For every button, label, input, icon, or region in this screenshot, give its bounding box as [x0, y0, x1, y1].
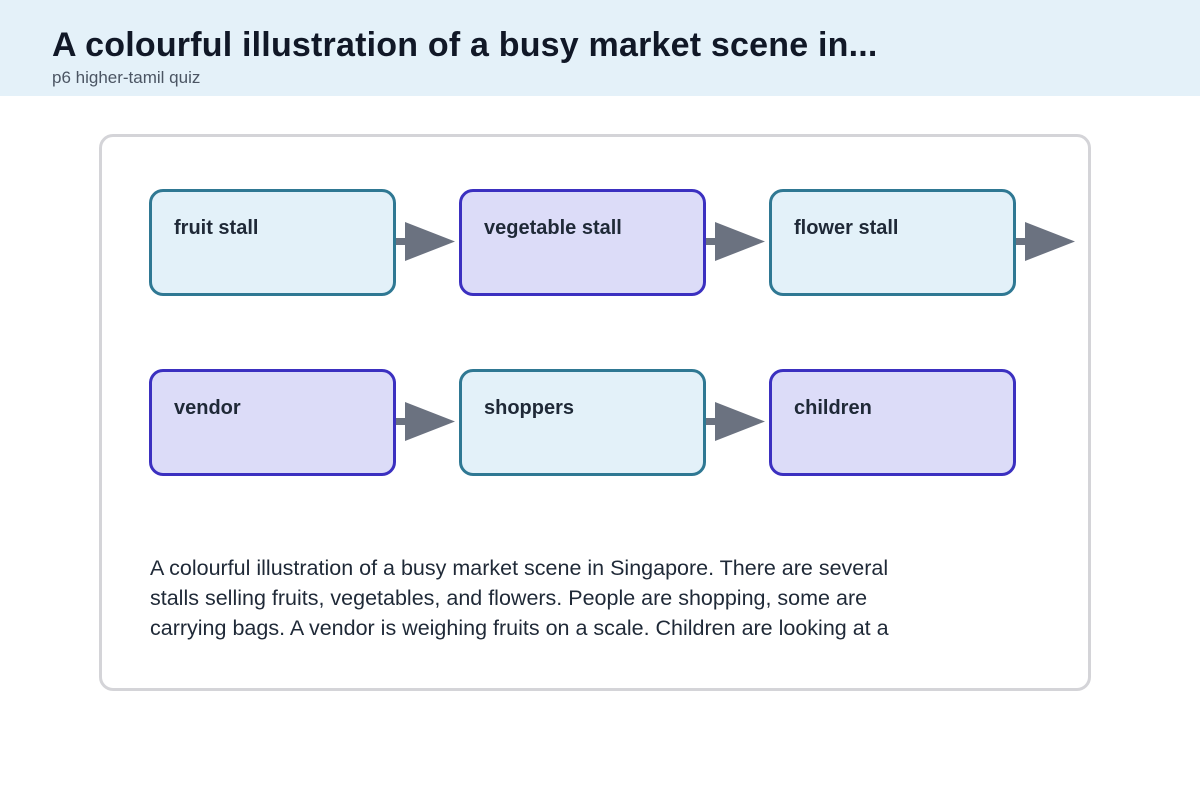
- node-label: shoppers: [484, 397, 575, 419]
- node-flower-stall: flower stall: [769, 189, 1016, 296]
- node-vegetable-stall: vegetable stall: [459, 189, 706, 296]
- node-label: children: [794, 397, 872, 419]
- description-line: carrying bags. A vendor is weighing frui…: [150, 616, 889, 640]
- node-shoppers: shoppers: [459, 369, 706, 476]
- description-line: stalls selling fruits, vegetables, and f…: [150, 586, 868, 610]
- description-text: A colourful illustration of a busy marke…: [150, 553, 940, 643]
- node-label: vendor: [174, 397, 241, 419]
- description-line: A colourful illustration of a busy marke…: [150, 556, 889, 580]
- node-label: flower stall: [794, 217, 899, 239]
- node-children: children: [769, 369, 1016, 476]
- node-fruit-stall: fruit stall: [149, 189, 396, 296]
- node-label: fruit stall: [174, 217, 259, 239]
- node-label: vegetable stall: [484, 217, 622, 239]
- page-title: A colourful illustration of a busy marke…: [52, 26, 878, 64]
- page-subtitle: p6 higher-tamil quiz: [52, 68, 201, 87]
- node-vendor: vendor: [149, 369, 396, 476]
- header-bar: A colourful illustration of a busy marke…: [0, 0, 1200, 96]
